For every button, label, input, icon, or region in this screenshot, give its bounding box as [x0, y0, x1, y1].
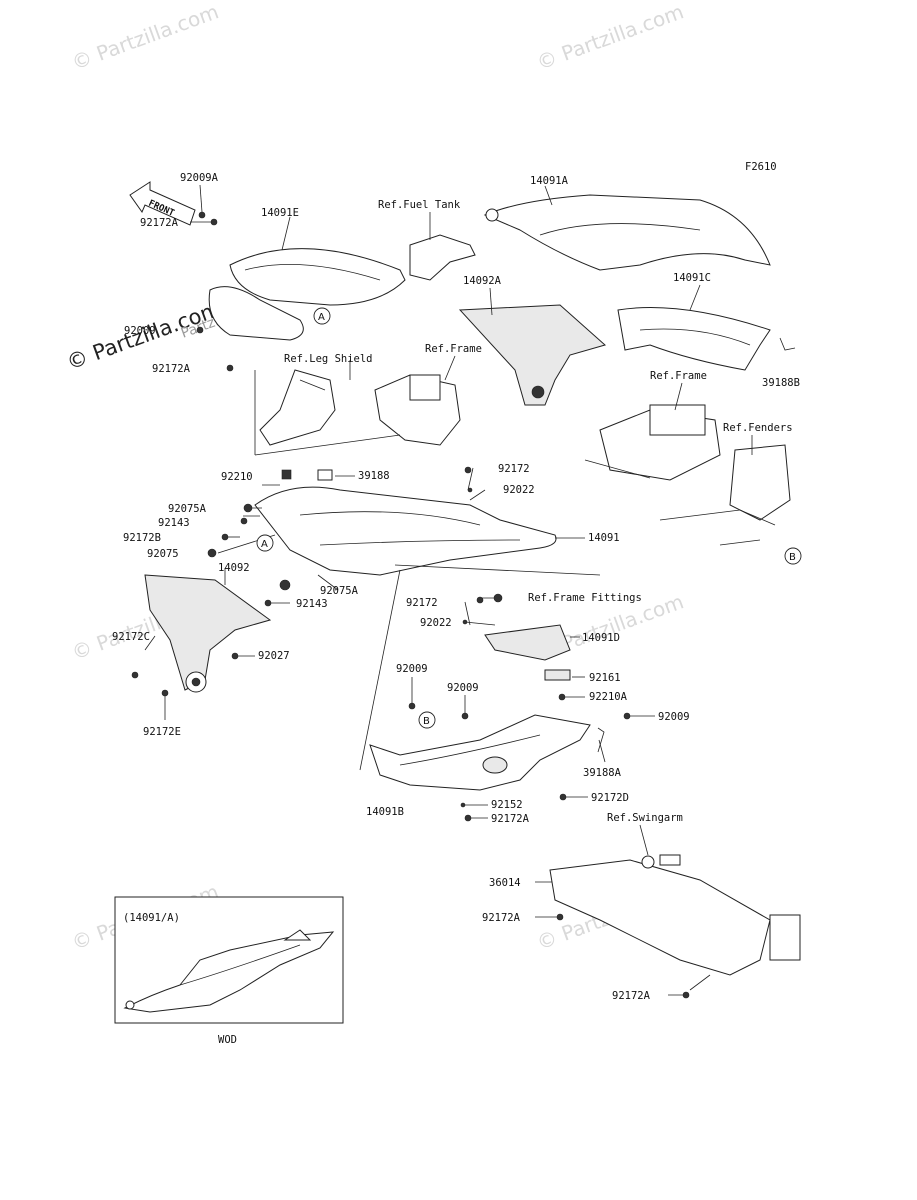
part-label-92172A-3: 92172A	[491, 813, 530, 825]
ref-frame-2: Ref.Frame	[650, 370, 707, 382]
inset-title: (14091/A)	[123, 912, 180, 924]
svg-text:A: A	[261, 539, 268, 550]
part-label-14091A: 14091A	[530, 175, 569, 187]
part-label-92172-2: 92172	[406, 597, 438, 609]
part-label-92022-1: 92022	[503, 484, 535, 496]
callout-b-1: B	[784, 547, 802, 565]
part-label-39188B: 39188B	[762, 377, 800, 389]
inset-caption: WOD	[218, 1034, 237, 1046]
inset-part-illustration	[123, 929, 335, 1013]
ref-frame-1: Ref.Frame	[425, 343, 482, 355]
svg-text:B: B	[789, 552, 796, 563]
callout-b-2: B	[418, 711, 436, 729]
part-14091C-illustration	[617, 307, 796, 371]
part-label-14092A: 14092A	[463, 275, 502, 287]
leg-shield-illustration	[259, 369, 336, 446]
part-label-92009-3: 92009	[447, 682, 479, 694]
part-label-39188: 39188	[358, 470, 390, 482]
diagram-code: F2610	[745, 161, 777, 173]
frame-center-illustration	[374, 374, 461, 446]
part-label-92210: 92210	[221, 471, 253, 483]
part-label-92152: 92152	[491, 799, 523, 811]
part-14092A-illustration	[458, 304, 607, 406]
part-label-92172A-5: 92172A	[612, 990, 651, 1002]
part-label-92143-1: 92143	[158, 517, 190, 529]
part-14091D-illustration	[484, 624, 571, 681]
part-label-14091C: 14091C	[673, 272, 711, 284]
part-label-92009A: 92009A	[180, 172, 219, 184]
part-label-14091B: 14091B	[366, 806, 404, 818]
frame-right-illustration	[584, 404, 721, 481]
part-label-92161: 92161	[589, 672, 621, 684]
part-label-92027: 92027	[258, 650, 290, 662]
part-14092-illustration	[144, 574, 272, 693]
part-14091A-illustration	[483, 194, 771, 271]
part-label-14091D: 14091D	[582, 632, 620, 644]
part-label-92143-2: 92143	[296, 598, 328, 610]
part-label-92075: 92075	[147, 548, 179, 560]
part-label-92022-2: 92022	[420, 617, 452, 629]
part-label-36014: 36014	[489, 877, 521, 889]
part-label-92172B: 92172B	[123, 532, 161, 544]
part-14091B-illustration	[369, 714, 591, 791]
part-label-92210A: 92210A	[589, 691, 628, 703]
ref-leg-shield: Ref.Leg Shield	[284, 353, 373, 365]
part-label-92009-4: 92009	[658, 711, 690, 723]
part-label-92172A-2: 92172A	[152, 363, 191, 375]
inset-box: (14091/A) WOD	[114, 896, 344, 1046]
part-label-92009-1: 92009	[124, 325, 156, 337]
fenders-illustration	[659, 444, 791, 546]
watermark: © Partzilla.com	[69, 0, 222, 75]
callout-a-2: A	[256, 534, 274, 552]
hardware-marks	[131, 211, 690, 999]
fuel-tank-bracket-illustration	[409, 234, 476, 281]
watermark: © Partzilla.com	[534, 0, 687, 75]
svg-text:B: B	[423, 716, 430, 727]
part-label-92075A-2: 92075A	[320, 585, 359, 597]
part-label-92172E: 92172E	[143, 726, 181, 738]
part-label-14092: 14092	[218, 562, 250, 574]
part-label-14091E: 14091E	[261, 207, 299, 219]
part-36014-illustration	[549, 854, 801, 976]
part-14091-illustration	[254, 486, 557, 576]
ref-fuel-tank: Ref.Fuel Tank	[378, 199, 461, 211]
part-label-92009-2: 92009	[396, 663, 428, 675]
callout-a-1: A	[313, 307, 331, 325]
ref-frame-fittings: Ref.Frame Fittings	[528, 592, 642, 604]
ref-swingarm: Ref.Swingarm	[607, 812, 683, 824]
part-14091E-illustration	[208, 248, 406, 341]
svg-text:A: A	[318, 312, 325, 323]
part-label-39188A: 39188A	[583, 767, 622, 779]
ref-fenders: Ref.Fenders	[723, 422, 793, 434]
part-label-92172A-1: 92172A	[140, 217, 179, 229]
part-label-92172D: 92172D	[591, 792, 629, 804]
part-label-92172A-4: 92172A	[482, 912, 521, 924]
part-label-92172-1: 92172	[498, 463, 530, 475]
part-label-92172C: 92172C	[112, 631, 150, 643]
part-label-92075A-1: 92075A	[168, 503, 207, 515]
leader-lines	[144, 184, 753, 996]
part-label-14091: 14091	[588, 532, 620, 544]
